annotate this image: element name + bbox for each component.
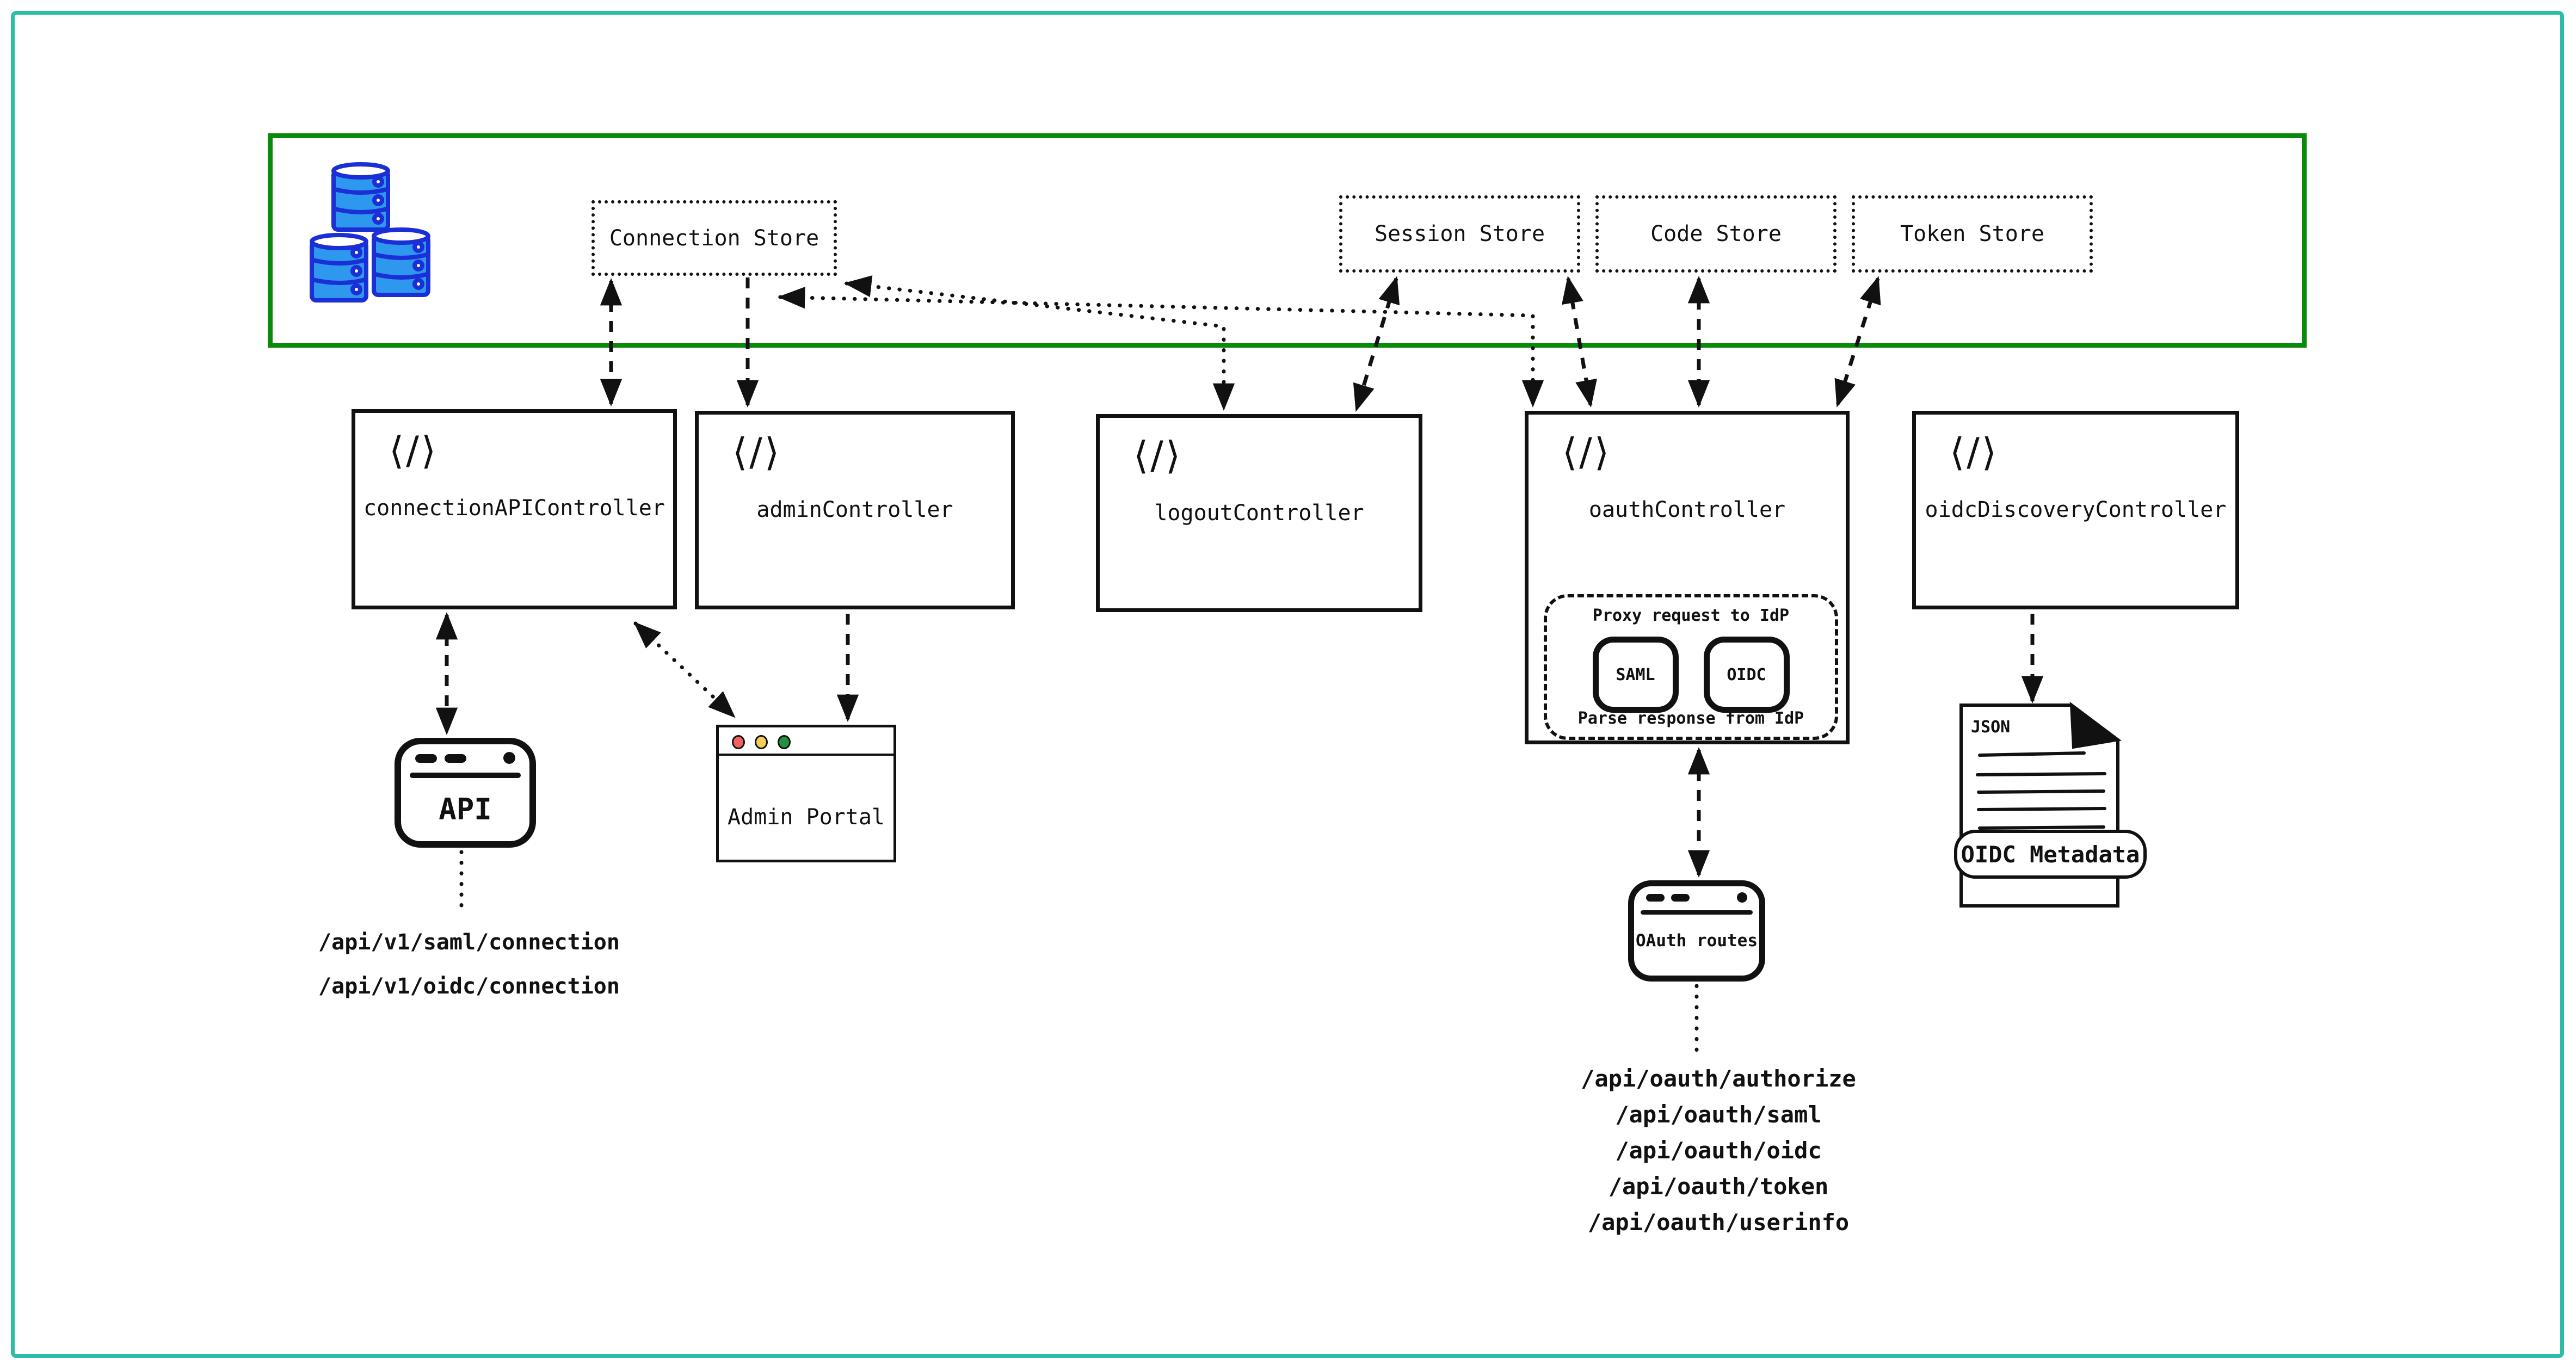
endpoint-line: /api/v1/saml/connection <box>318 930 620 955</box>
endpoint-line: /api/oauth/authorize <box>1581 1065 1856 1092</box>
code-icon: ⟨/⟩ <box>1562 430 1612 474</box>
store-token: Token Store <box>1852 195 2093 273</box>
controller-logout-label: logoutController <box>1154 501 1364 526</box>
saml-chip: SAML <box>1592 637 1679 713</box>
api-endpoints: /api/v1/saml/connection /api/v1/oidc/con… <box>305 921 633 1009</box>
browser-toolbar-rule <box>410 773 521 778</box>
code-icon: ⟨/⟩ <box>1950 430 1999 474</box>
store-session-label: Session Store <box>1374 221 1545 246</box>
code-icon: ⟨/⟩ <box>389 428 439 473</box>
database-barrel-left <box>310 233 368 303</box>
proxy-request-label: Proxy request to IdP <box>1592 606 1790 625</box>
database-barrel-right <box>372 227 430 297</box>
store-code-label: Code Store <box>1650 221 1782 246</box>
oauth-endpoints: /api/oauth/authorize /api/oauth/saml /ap… <box>1555 1061 1882 1241</box>
controller-admin-label: adminController <box>756 497 953 522</box>
endpoint-line: /api/oauth/saml <box>1615 1101 1822 1128</box>
controller-connection-api-label: connectionAPIController <box>363 496 665 521</box>
code-icon: ⟨/⟩ <box>1133 433 1183 478</box>
api-label: API <box>439 792 492 826</box>
store-token-label: Token Store <box>1900 221 2044 246</box>
browser-tab-icon <box>1671 894 1690 902</box>
database-icon <box>310 162 430 303</box>
store-code: Code Store <box>1595 195 1837 273</box>
controller-oidc-discovery: ⟨/⟩ oidcDiscoveryController <box>1912 411 2239 609</box>
maximize-light-icon <box>778 735 791 749</box>
store-connection-label: Connection Store <box>609 225 819 251</box>
protocol-chips: SAML OIDC <box>1547 637 1835 713</box>
oidc-metadata-document: JSON OIDC Metadata <box>1954 701 2147 908</box>
oauth-routes-icon: OAuth routes <box>1628 880 1765 982</box>
api-client-icon: API <box>395 738 536 848</box>
endpoint-line: /api/oauth/oidc <box>1615 1137 1822 1164</box>
database-barrel-top <box>331 162 390 232</box>
minimize-light-icon <box>755 735 768 749</box>
admin-portal-label: Admin Portal <box>728 805 885 830</box>
oauth-routes-label: OAuth routes <box>1636 931 1758 951</box>
store-session: Session Store <box>1339 195 1580 273</box>
controller-connection-api: ⟨/⟩ connectionAPIController <box>352 409 677 609</box>
endpoint-line: /api/v1/oidc/connection <box>318 974 620 999</box>
document-text-lines <box>1976 751 2106 830</box>
oidc-chip: OIDC <box>1703 637 1790 713</box>
endpoint-line: /api/oauth/token <box>1608 1173 1829 1200</box>
idp-proxy-panel: Proxy request to IdP SAML OIDC Parse res… <box>1544 594 1838 740</box>
oidc-chip-label: OIDC <box>1727 665 1766 684</box>
controller-logout: ⟨/⟩ logoutController <box>1096 414 1422 612</box>
store-connection: Connection Store <box>591 200 837 276</box>
browser-tab-icon <box>445 754 466 763</box>
parse-response-label: Parse response from IdP <box>1577 709 1804 728</box>
json-file-type-label: JSON <box>1971 718 2010 737</box>
controller-admin: ⟨/⟩ adminController <box>695 411 1015 609</box>
controller-oidc-discovery-label: oidcDiscoveryController <box>1925 497 2227 522</box>
browser-tab-icon <box>1646 894 1665 902</box>
browser-toolbar-rule <box>1641 910 1753 915</box>
close-light-icon <box>732 735 745 749</box>
saml-chip-label: SAML <box>1616 665 1655 684</box>
browser-tab-icon <box>415 754 437 763</box>
browser-dot-icon <box>1737 892 1747 903</box>
window-titlebar <box>719 727 893 756</box>
controller-oauth: ⟨/⟩ oauthController Proxy request to IdP… <box>1525 411 1850 744</box>
controller-oauth-label: oauthController <box>1588 497 1786 522</box>
endpoint-line: /api/oauth/userinfo <box>1587 1209 1850 1236</box>
admin-portal-window: Admin Portal <box>716 725 896 862</box>
document-fold-icon <box>2069 701 2122 749</box>
oidc-metadata-label: OIDC Metadata <box>1961 841 2140 868</box>
metadata-banner <box>1954 830 2147 879</box>
browser-dot-icon <box>503 752 515 764</box>
code-icon: ⟨/⟩ <box>732 430 782 474</box>
